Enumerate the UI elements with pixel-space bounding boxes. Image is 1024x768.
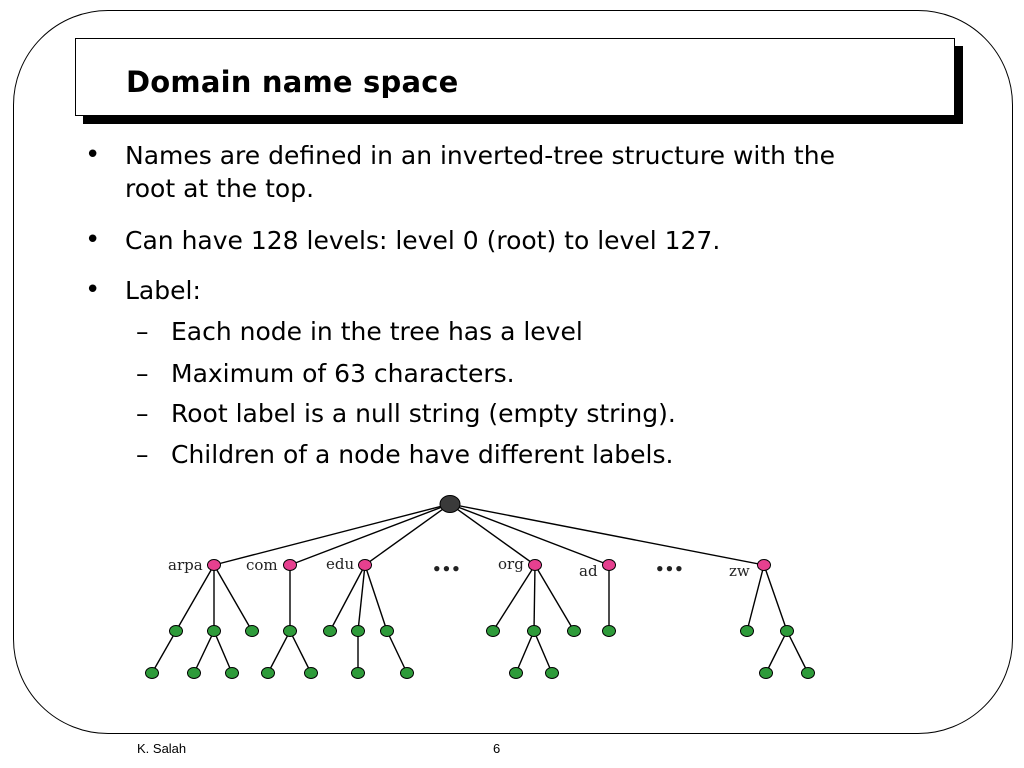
bullet-1-line-2: root at the top. [125, 174, 315, 203]
leaf-node [225, 666, 239, 680]
slide-title: Domain name space [126, 65, 459, 99]
sub-bullet-4: Children of a node have different labels… [171, 440, 674, 469]
tld-label-org: org [498, 555, 524, 573]
tree-edge [386, 630, 408, 674]
leaf-node [801, 666, 815, 680]
second-level-node [602, 624, 616, 638]
tree-edge [289, 503, 451, 566]
sub-bullet-glyph: – [136, 440, 149, 469]
second-level-node [169, 624, 183, 638]
tree-edge [515, 630, 535, 674]
second-level-node [351, 624, 365, 638]
second-level-node [780, 624, 794, 638]
tree-edge [533, 630, 553, 674]
footer-page-number: 6 [493, 741, 501, 756]
second-level-node [207, 624, 221, 638]
tree-edge [213, 564, 253, 632]
title-box: Domain name space [75, 38, 955, 116]
leaf-node [759, 666, 773, 680]
second-level-node [283, 624, 297, 638]
tree-nodes [145, 495, 815, 680]
tld-label-edu: edu [326, 555, 354, 573]
tree-edge [765, 630, 788, 674]
tree-edge [763, 564, 788, 632]
tree-edge [786, 630, 809, 674]
tld-label-arpa: arpa [168, 556, 203, 574]
bullet-glyph: • [85, 275, 101, 305]
second-level-node [323, 624, 337, 638]
second-level-node [740, 624, 754, 638]
root-node [439, 495, 461, 513]
ellipsis-2: ••• [655, 560, 684, 578]
tree-edge [534, 564, 575, 632]
top-level-domain-node [757, 558, 771, 572]
second-level-node [527, 624, 541, 638]
sub-bullet-1: Each node in the tree has a level [171, 317, 583, 346]
tree-edge [364, 503, 451, 566]
leaf-node [509, 666, 523, 680]
ellipsis-1: ••• [432, 560, 461, 578]
tree-edge [213, 630, 233, 674]
leaf-node [545, 666, 559, 680]
tree-edge [213, 503, 451, 566]
sub-bullet-glyph: – [136, 399, 149, 428]
tree-edge [267, 630, 291, 674]
tree-edges [151, 503, 809, 674]
top-level-domain-node [207, 558, 221, 572]
bullet-glyph: • [85, 225, 101, 255]
leaf-node [351, 666, 365, 680]
tree-edge [329, 564, 366, 632]
sub-bullet-3: Root label is a null string (empty strin… [171, 399, 676, 428]
tree-edge [357, 564, 366, 632]
leaf-node [261, 666, 275, 680]
tree-edge [289, 630, 312, 674]
tld-label-ad: ad [579, 562, 598, 580]
slide-frame [13, 10, 1013, 734]
leaf-node [145, 666, 159, 680]
tree-edge [492, 564, 536, 632]
tree-edge [364, 564, 388, 632]
tree-edge [449, 503, 765, 566]
sub-bullet-glyph: – [136, 359, 149, 388]
top-level-domain-node [602, 558, 616, 572]
footer-author: K. Salah [137, 741, 187, 756]
sub-bullet-2: Maximum of 63 characters. [171, 359, 515, 388]
sub-bullet-glyph: – [136, 317, 149, 346]
leaf-node [400, 666, 414, 680]
top-level-domain-node [283, 558, 297, 572]
second-level-node [380, 624, 394, 638]
tree-edge [449, 503, 610, 566]
tree-edge [746, 564, 765, 632]
bullet-3: Label: [125, 276, 201, 305]
tree-edge [449, 503, 536, 566]
bullet-1-line-1: Names are defined in an inverted-tree st… [125, 141, 835, 170]
bullet-glyph: • [85, 140, 101, 170]
top-level-domain-node [358, 558, 372, 572]
tree-edge [175, 564, 215, 632]
second-level-node [567, 624, 581, 638]
leaf-node [304, 666, 318, 680]
second-level-node [486, 624, 500, 638]
tld-label-zw: zw [729, 562, 750, 580]
second-level-node [245, 624, 259, 638]
leaf-node [187, 666, 201, 680]
top-level-domain-node [528, 558, 542, 572]
tree-edge [193, 630, 215, 674]
tree-edge [533, 564, 536, 632]
tree-edge [151, 630, 177, 674]
bullet-2: Can have 128 levels: level 0 (root) to l… [125, 226, 721, 255]
tld-label-com: com [246, 556, 278, 574]
